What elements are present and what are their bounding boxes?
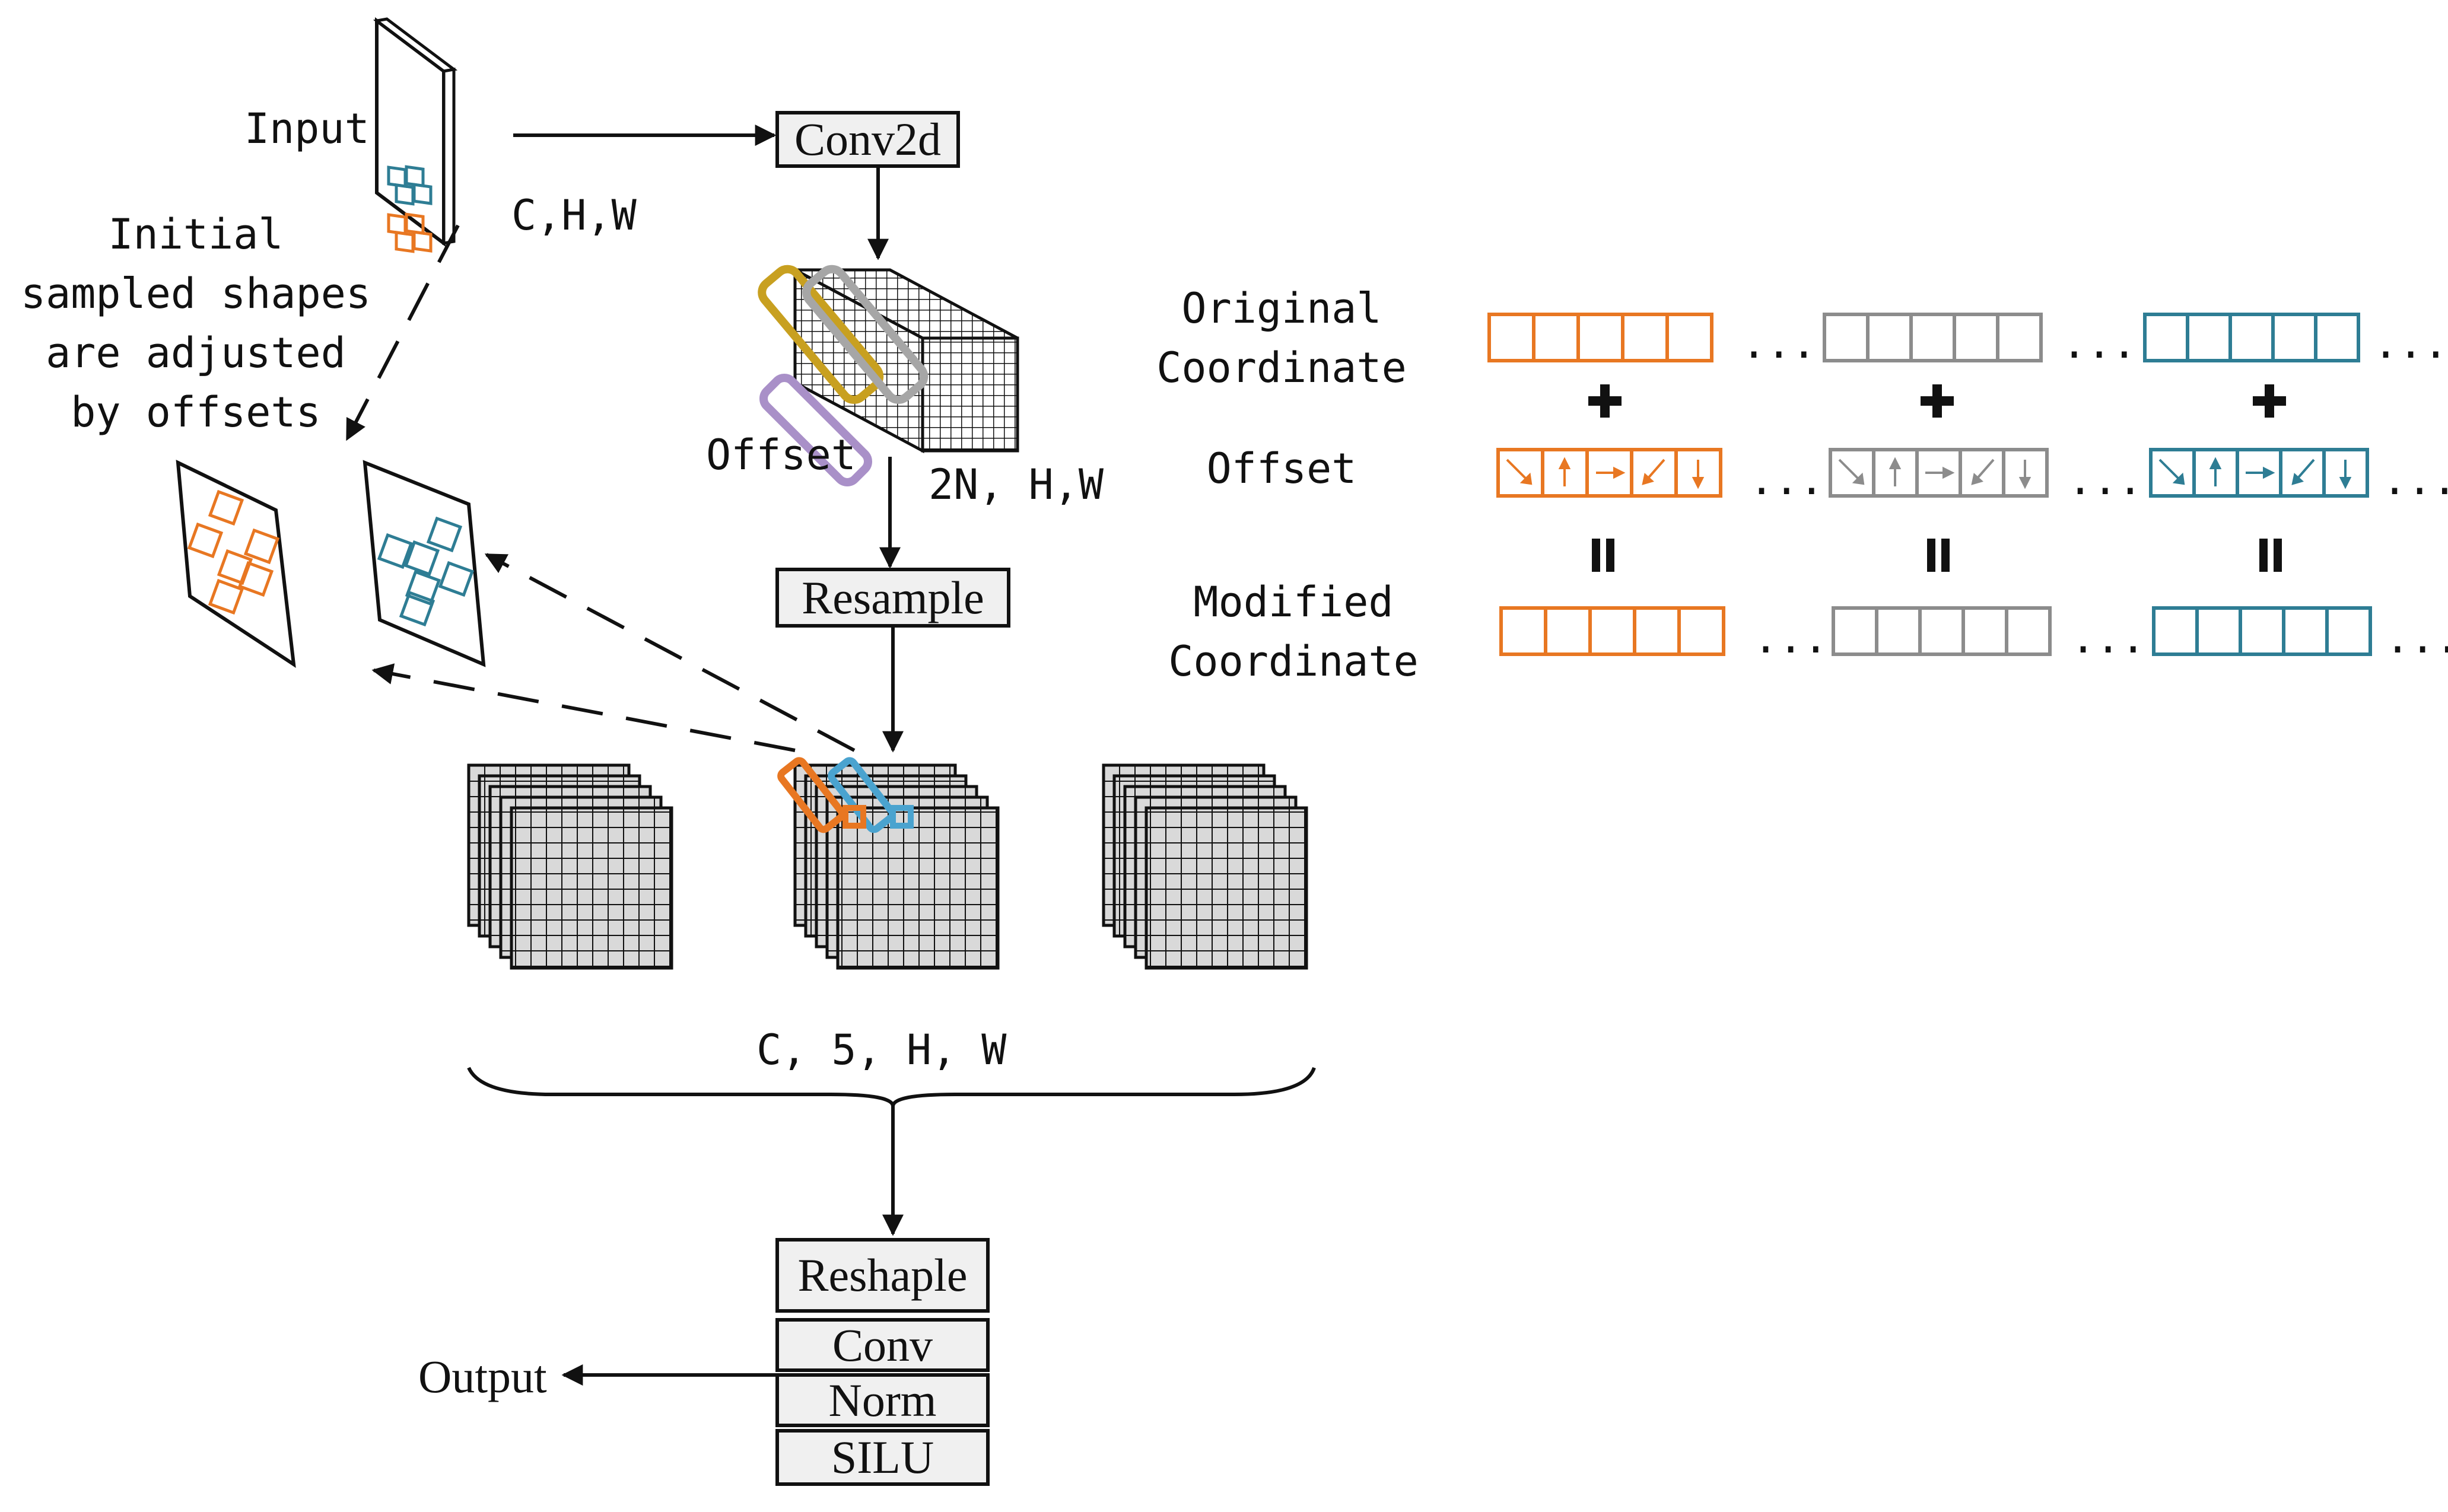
deformed-shape-orange xyxy=(176,459,296,669)
dims-2n-label: 2N, H,W xyxy=(929,460,1104,509)
initial-note-line-4: by offsets xyxy=(71,388,321,437)
offset-cube-label: Offset xyxy=(706,431,856,479)
sample-columns xyxy=(777,757,914,833)
legend-modified-label: Modified Coordinate xyxy=(1139,572,1448,691)
legend-offset-row xyxy=(1496,448,2369,498)
silu-box xyxy=(775,1429,990,1486)
legend-modified-line-1: Modified xyxy=(1193,578,1394,626)
resample-label: Resample xyxy=(802,571,984,623)
reshaple-box xyxy=(775,1238,990,1313)
ellipsis-modified-1: ... xyxy=(1753,614,1829,663)
deformed-shape-teal xyxy=(363,460,486,667)
legend-original-label: Original Coordinate xyxy=(1127,279,1436,397)
conv2d-label: Conv2d xyxy=(794,113,942,165)
reshaple-label: Reshaple xyxy=(797,1249,968,1301)
initial-note-line-2: sampled shapes xyxy=(20,269,371,318)
output-label: Output xyxy=(418,1351,547,1402)
ellipsis-original-2: ... xyxy=(2062,319,2137,368)
plus-signs xyxy=(1588,384,2286,418)
legend-modified-line-2: Coordinate xyxy=(1168,637,1419,686)
norm-label: Norm xyxy=(828,1374,937,1426)
ellipsis-offset-3: ... xyxy=(2382,456,2448,504)
chw-label: C,H,W xyxy=(511,191,637,240)
cube-stack-left xyxy=(469,765,672,968)
input-label: Input xyxy=(244,104,370,153)
initial-note: Initial sampled shapes are adjusted by o… xyxy=(12,205,380,442)
offset-cube xyxy=(758,265,1019,487)
legend-offset-label: Offset xyxy=(1206,444,1357,493)
initial-note-line-1: Initial xyxy=(108,210,284,259)
legend-original-line-2: Coordinate xyxy=(1156,343,1407,392)
conv-label: Conv xyxy=(832,1319,933,1371)
c5hw-label: C, 5, H, W xyxy=(756,1026,1007,1074)
equals-signs xyxy=(1592,539,2282,572)
silu-label: SILU xyxy=(831,1431,934,1483)
ellipsis-modified-3: ... xyxy=(2385,614,2448,663)
resample-box xyxy=(775,568,1010,628)
cube-stack-right xyxy=(1104,765,1306,968)
legend-original-line-1: Original xyxy=(1181,284,1382,333)
dashed-arrows xyxy=(345,224,856,752)
conv2d-box xyxy=(775,111,960,168)
ellipsis-offset-2: ... xyxy=(2068,456,2143,504)
ellipsis-original-3: ... xyxy=(2373,319,2448,368)
ellipsis-offset-1: ... xyxy=(1749,456,1824,504)
input-slab xyxy=(373,17,458,253)
legend-modified-row xyxy=(1499,606,2372,656)
norm-box xyxy=(775,1373,990,1427)
initial-note-line-3: are adjusted xyxy=(46,329,346,377)
conv-box xyxy=(775,1318,990,1372)
legend-original-row xyxy=(1487,313,2360,362)
ellipsis-modified-2: ... xyxy=(2071,614,2146,663)
ellipsis-original-1: ... xyxy=(1741,319,1817,368)
